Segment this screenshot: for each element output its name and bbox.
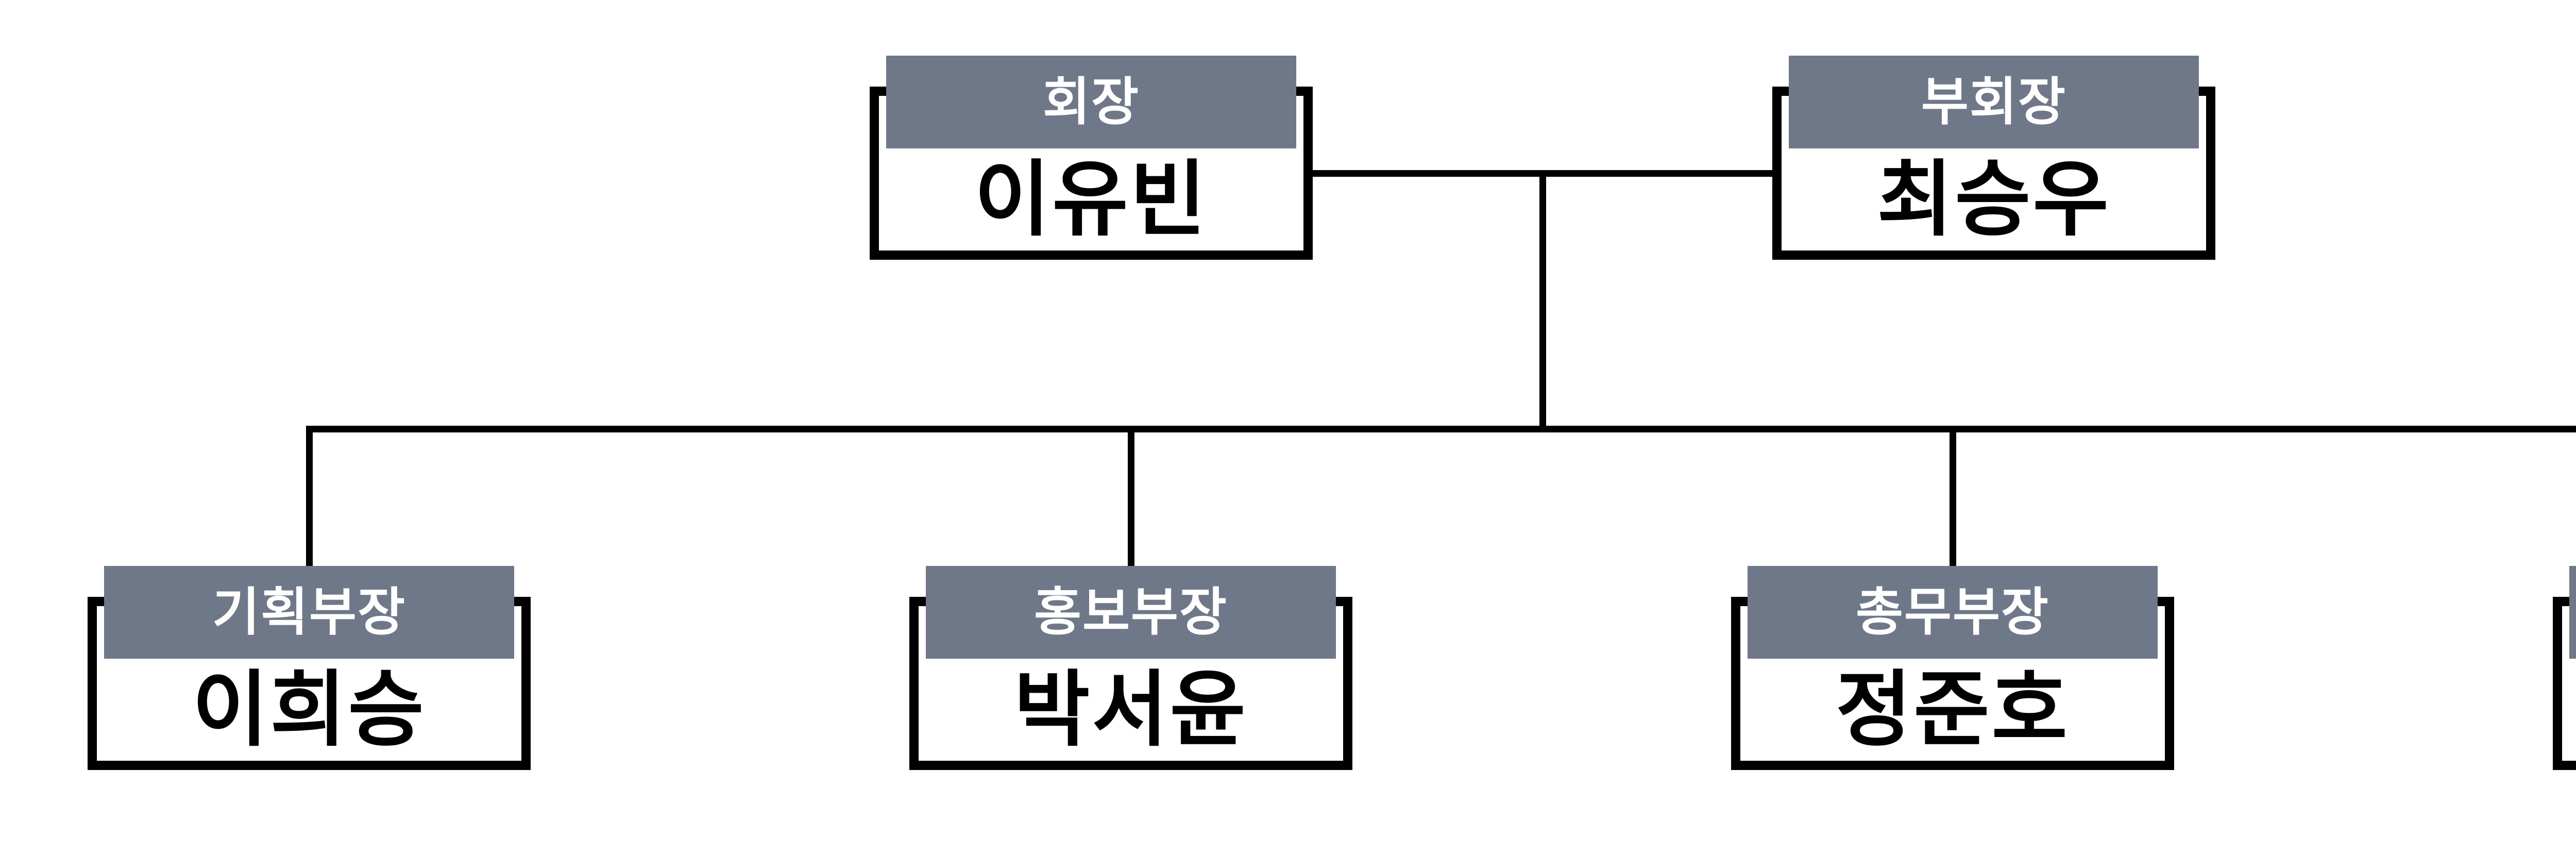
node-name-area: 이유빈 — [879, 148, 1303, 250]
node-name-area: 이희승 — [97, 659, 521, 761]
node-title-badge: 복지부장 — [2569, 566, 2576, 659]
node-name: 정준호 — [1836, 663, 2070, 756]
node-title: 회장 — [1043, 73, 1140, 131]
connector-center-vertical — [1539, 170, 1546, 432]
connector-stub-planning — [306, 426, 313, 570]
node-name: 이희승 — [192, 663, 426, 756]
org-node-planning-director: 기획부장 이희승 — [88, 566, 531, 770]
node-title-badge: 홍보부장 — [926, 566, 1336, 659]
node-title-badge: 기획부장 — [104, 566, 514, 659]
node-name-area: 정준호 — [1740, 659, 2165, 761]
org-node-vice-chairman: 부회장 최승우 — [1772, 56, 2215, 260]
node-name-area: 박서윤 — [919, 659, 1343, 761]
org-node-pr-director: 홍보부장 박서윤 — [909, 566, 1352, 770]
node-title: 홍보부장 — [1034, 583, 1228, 641]
node-name: 최승우 — [1877, 153, 2111, 245]
node-title-badge: 총무부장 — [1748, 566, 2158, 659]
connector-distribution-horizontal — [306, 426, 2576, 432]
node-title: 총무부장 — [1856, 583, 2049, 641]
connector-stub-pr — [1128, 426, 1134, 570]
node-name-area: 최승우 — [1782, 148, 2206, 250]
node-title-badge: 회장 — [886, 56, 1296, 148]
org-node-welfare-director: 복지부장 황지윤 — [2553, 566, 2576, 770]
connector-stub-general-affairs — [1950, 426, 1956, 570]
node-name: 박서윤 — [1014, 663, 1248, 756]
node-title: 기획부장 — [212, 583, 406, 641]
node-name: 이유빈 — [974, 153, 1208, 245]
node-name-area: 황지윤 — [2562, 659, 2576, 761]
org-node-chairman: 회장 이유빈 — [870, 56, 1313, 260]
node-title-badge: 부회장 — [1789, 56, 2199, 148]
org-node-general-affairs-director: 총무부장 정준호 — [1731, 566, 2174, 770]
node-title: 부회장 — [1921, 73, 2066, 131]
